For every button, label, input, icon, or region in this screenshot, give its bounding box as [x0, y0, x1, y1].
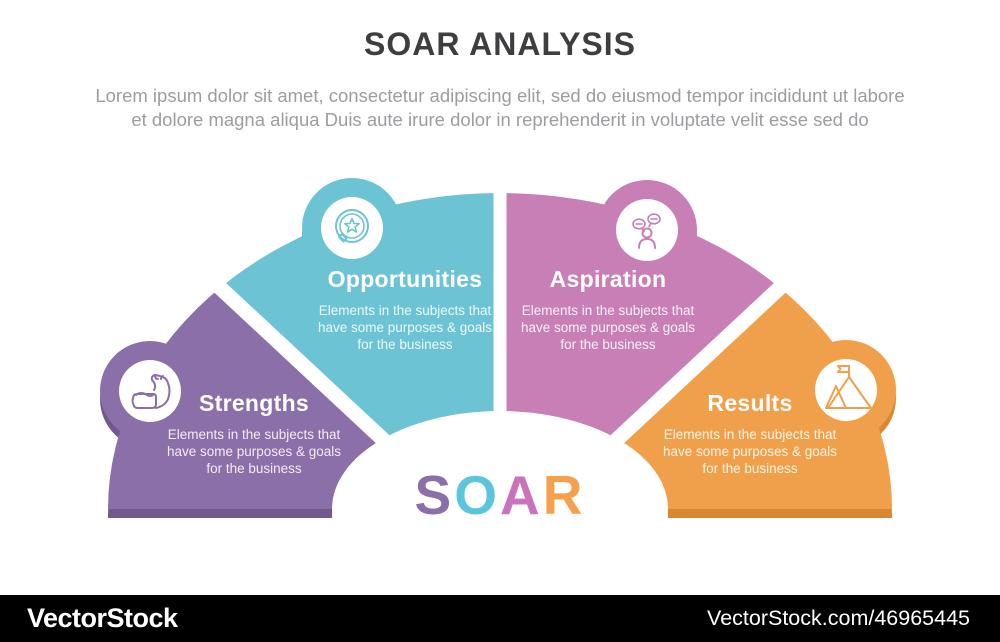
vectorstock-logo: VectorStock — [27, 603, 178, 633]
aspiration-wedge — [500, 193, 778, 440]
muscle-arm-icon — [131, 374, 171, 409]
segment-title: Aspiration — [549, 266, 667, 292]
opportunities-icon-circle — [321, 197, 383, 259]
page-subtitle: Lorem ipsum dolor sit amet, consectetur … — [50, 84, 950, 131]
watermark-url: VectorStock.com/46965445 — [707, 606, 970, 630]
page-title: SOAR ANALYSIS — [363, 26, 636, 62]
segment-title: Strengths — [198, 390, 310, 416]
mountain-flag-icon — [825, 365, 872, 409]
segment-title: Opportunities — [327, 266, 483, 292]
magnifier-star-icon — [335, 209, 369, 243]
segment-aspiration-label: Aspiration Elements in the subjects that… — [483, 266, 733, 353]
soar-letter-a: A — [500, 464, 543, 526]
segment-description: Elements in the subjects that have some … — [520, 303, 696, 352]
results-wedge — [618, 285, 892, 509]
segment-gaps — [179, 165, 821, 466]
segment-title: Results — [707, 390, 793, 416]
soar-wordmark: SOAR — [0, 468, 1000, 523]
person-speech-bubbles-icon — [632, 213, 661, 249]
subtitle-line-2: et dolore magna aliqua Duis aute irure d… — [131, 108, 869, 130]
soar-letter-r: R — [542, 464, 586, 526]
subtitle-line-1: Lorem ipsum dolor sit amet, consectetur … — [95, 85, 905, 106]
strengths-wedge — [108, 285, 382, 509]
gap-strengths-opportunities — [179, 249, 411, 466]
watermark-bar: VectorStock VectorStock.com/46965445 — [0, 595, 1000, 642]
gap-aspiration-results — [589, 249, 821, 466]
segment-description: Elements in the subjects that have some … — [166, 427, 342, 476]
segment-results-label: Results Elements in the subjects that ha… — [625, 390, 875, 477]
opportunities-wedge — [222, 193, 501, 440]
segment-description: Elements in the subjects that have some … — [317, 303, 493, 352]
segment-description: Elements in the subjects that have some … — [662, 427, 838, 476]
segment-opportunities-label: Opportunities Elements in the subjects t… — [280, 266, 530, 353]
segment-strengths-label: Strengths Elements in the subjects that … — [129, 390, 379, 477]
aspiration-icon-circle — [616, 199, 678, 261]
soar-letter-o: O — [454, 464, 500, 526]
soar-letter-s: S — [414, 464, 455, 526]
